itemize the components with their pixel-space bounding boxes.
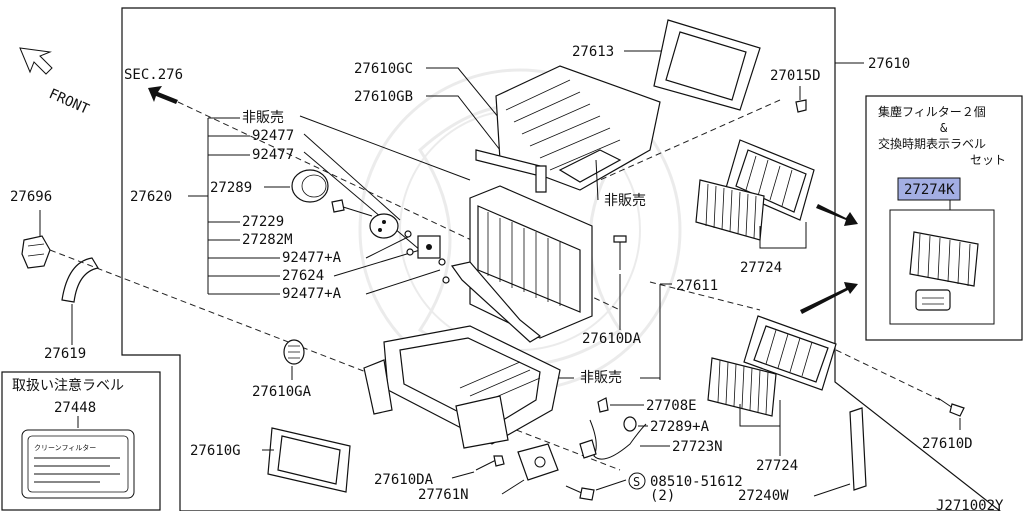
label-92477-1: 92477 <box>252 128 294 144</box>
grommet-27289 <box>291 169 329 203</box>
label-27610ga: 27610GA <box>252 384 312 400</box>
arrow-upper-icon <box>816 204 858 226</box>
kit-line-4: セット <box>970 153 1006 167</box>
grommet-27610ga <box>283 339 305 365</box>
label-not-sold-3: 非販売 <box>580 370 622 386</box>
label-27611: 27611 <box>676 278 718 294</box>
label-not-sold-2: 非販売 <box>604 193 646 209</box>
evaporator-core <box>450 185 593 343</box>
highlight-27274k <box>897 177 961 201</box>
label-27613: 27613 <box>572 44 614 60</box>
filter-frame-27610g <box>267 427 351 493</box>
label-27240w: 27240W <box>738 488 789 504</box>
clip-27015d <box>795 99 807 113</box>
assembly-frame <box>121 7 1001 511</box>
label-27610g: 27610G <box>190 443 241 459</box>
sec-arrow-icon <box>148 86 178 104</box>
label-card-inner <box>27 435 129 493</box>
label-27624: 27624 <box>282 268 324 284</box>
label-qty-2: (2) <box>650 488 675 504</box>
duct-27610gb <box>475 149 547 193</box>
expansion-valve-27624 <box>417 235 441 259</box>
label-27620: 27620 <box>130 189 172 205</box>
label-s-mark: S <box>633 475 640 489</box>
sec-276-label: SEC.276 <box>124 67 183 83</box>
filter-case-lower <box>743 315 837 391</box>
label-27724-1: 27724 <box>740 260 782 276</box>
kit-line-2: & <box>940 121 948 135</box>
screw-08510 <box>565 485 595 501</box>
lower-housing <box>363 325 561 449</box>
label-27723n: 27723N <box>672 439 723 455</box>
harness-27723n <box>579 419 647 460</box>
label-27696: 27696 <box>10 189 52 205</box>
arrow-lower-icon <box>800 282 858 314</box>
label-27610da-2: 27610DA <box>374 472 434 488</box>
label-card <box>21 429 135 499</box>
label-08510: 08510-51612 <box>650 474 743 490</box>
front-arrow-icon <box>19 47 53 75</box>
kit-line-3: 交換時期表示ラベル <box>878 136 986 151</box>
front-label: FRONT <box>46 86 92 118</box>
valve-27282m <box>369 213 399 239</box>
filter-case-upper <box>725 139 815 221</box>
kit-line-1: 集塵フィルター２個 <box>878 104 986 119</box>
seal-strip-27240w <box>849 407 867 491</box>
label-27708e: 27708E <box>646 398 697 414</box>
diagram-code: J271002Y <box>936 498 1004 511</box>
label-27274k[interactable]: 27274K <box>904 182 955 198</box>
label-not-sold-1: 非販売 <box>242 110 284 126</box>
label-92477-2: 92477 <box>252 147 294 163</box>
label-27610gc: 27610GC <box>354 61 413 77</box>
label-27610gb: 27610GB <box>354 89 413 105</box>
label-27289: 27289 <box>210 180 252 196</box>
sensor-27708e <box>597 397 609 413</box>
label-27282m: 27282M <box>242 232 293 248</box>
label-27619: 27619 <box>44 346 86 362</box>
label-27448: 27448 <box>54 400 96 416</box>
kit-filter-icon <box>909 231 979 287</box>
kit-label-icon <box>915 289 951 311</box>
label-27229: 27229 <box>242 214 284 230</box>
grommet-27289a <box>623 416 637 432</box>
label-27610d: 27610D <box>922 436 973 452</box>
screw-27610da-1 <box>613 235 627 270</box>
label-92477a-2: 92477+A <box>282 286 342 302</box>
bolt-27229 <box>331 199 373 217</box>
label-27015d: 27015D <box>770 68 821 84</box>
actuator-27761n <box>517 443 559 481</box>
clip-27696 <box>21 235 51 269</box>
label-27610: 27610 <box>868 56 910 72</box>
label-27289a: 27289+A <box>650 419 710 435</box>
label-27724-2: 27724 <box>756 458 798 474</box>
filter-element-27724-2 <box>707 357 777 417</box>
care-label-title: 取扱い注意ラベル <box>12 377 124 394</box>
drain-hose-27619 <box>61 257 99 303</box>
label-27761n: 27761N <box>418 487 469 503</box>
label-card-text: クリーンフィルター <box>34 443 96 452</box>
label-27610da-1: 27610DA <box>582 331 642 347</box>
label-92477a-1: 92477+A <box>282 250 342 266</box>
s-circle-icon <box>628 472 646 490</box>
screw-27610da-2 <box>475 455 505 471</box>
filter-frame-27613 <box>653 19 761 111</box>
screw-27610d <box>937 397 965 417</box>
